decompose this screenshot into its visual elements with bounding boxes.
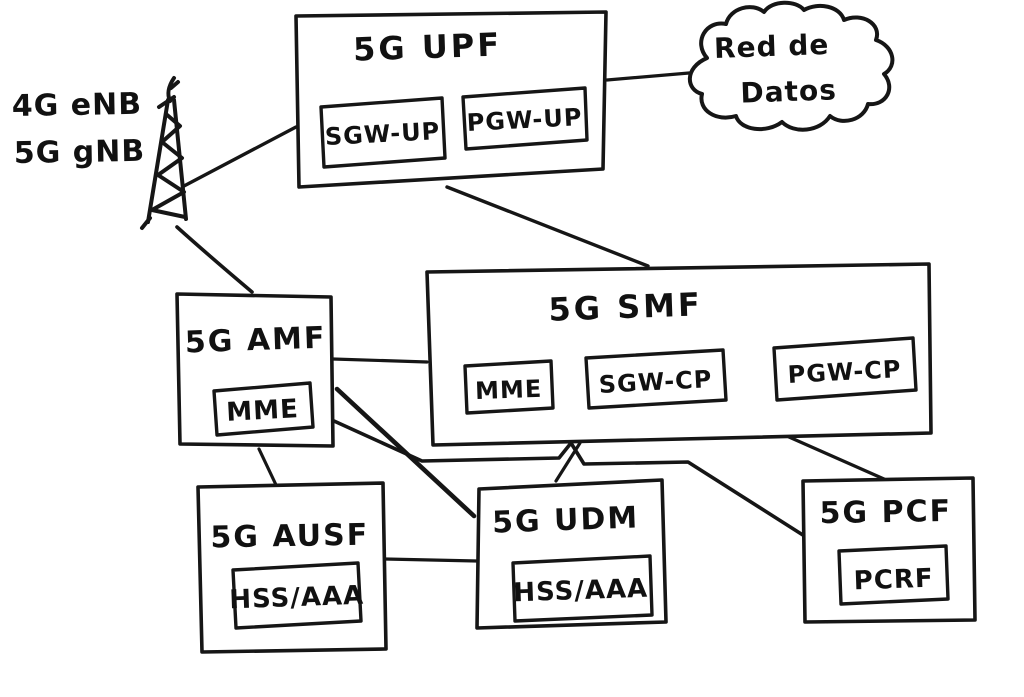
node-upf: 5G UPF SGW-UP PGW-UP [294, 10, 608, 189]
upf-sgw-up-box [319, 96, 447, 169]
smf-mme-box [463, 359, 555, 415]
upf-sgw-up-label: SGW-UP [324, 117, 441, 151]
cloud-label-line2: Datos [740, 73, 838, 109]
amf-mme-label: MME [226, 394, 300, 428]
edge-amf-smf [331, 357, 429, 364]
edge-tower-amf [175, 225, 254, 294]
radio-tower-icon [140, 76, 188, 230]
node-pcf: 5G PCF PCRF [801, 476, 977, 624]
upf-pgw-up-label: PGW-UP [466, 103, 583, 137]
smf-mme-label: MME [475, 375, 543, 405]
node-ausf: 5G AUSF HSS/AAA [196, 481, 388, 654]
pcf-title: 5G PCF [819, 494, 952, 531]
pcf-pcrf-label: PCRF [853, 564, 934, 597]
amf-title: 5G AMF [184, 321, 327, 361]
upf-pgw-up-box [461, 86, 589, 151]
amf-mme-box [212, 381, 315, 437]
node-cloud: Red de Datos [687, 0, 895, 132]
ausf-hss-box [231, 561, 363, 630]
smf-pgw-cp-label: PGW-CP [787, 355, 902, 389]
data-network-cloud-icon [687, 0, 895, 132]
cloud-label-line1: Red de [713, 28, 829, 65]
node-udm: 5G UDM HSS/AAA [475, 478, 668, 630]
edge-tower-upf [182, 125, 298, 188]
edge-upf-smf [445, 185, 650, 268]
ausf-hss-label: HSS/AAA [229, 581, 365, 616]
pcf-pcrf-box [837, 544, 950, 606]
smf-sgw-cp-label: SGW-CP [598, 365, 713, 399]
smf-pgw-cp-box [772, 336, 918, 402]
edge-upf-cloud [605, 71, 691, 82]
ran-label-4g: 4G eNB [12, 87, 143, 124]
upf-title: 5G UPF [353, 25, 503, 68]
smf-title: 5G SMF [548, 285, 704, 328]
node-smf: 5G SMF MME SGW-CP PGW-CP [425, 262, 933, 447]
udm-hss-box [511, 554, 654, 623]
udm-hss-label: HSS/AAA [513, 574, 649, 609]
edge-ausf-udm [383, 557, 479, 563]
node-ran: 4G eNB 5G gNB [12, 76, 188, 230]
ran-label-5g: 5G gNB [14, 134, 146, 171]
edge-amf-ausf [257, 447, 279, 489]
node-amf: 5G AMF MME [175, 292, 335, 448]
edge-smf-pcf [787, 435, 886, 481]
udm-title: 5G UDM [492, 500, 640, 540]
smf-sgw-cp-box [584, 348, 728, 410]
ausf-title: 5G AUSF [210, 518, 369, 556]
